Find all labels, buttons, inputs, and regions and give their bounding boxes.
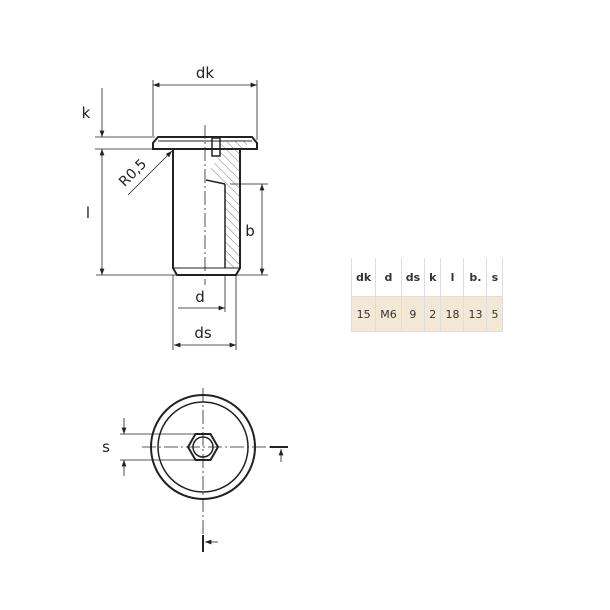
label-l: l bbox=[86, 204, 90, 222]
cell-k: 2 bbox=[424, 296, 442, 332]
cell-dk: 15 bbox=[350, 296, 377, 332]
cell-b: 13 bbox=[463, 296, 488, 332]
header-k: k bbox=[424, 258, 442, 297]
header-d: d bbox=[375, 258, 402, 297]
label-b: b bbox=[245, 222, 255, 240]
top-view bbox=[120, 388, 288, 552]
header-ds: ds bbox=[400, 258, 426, 297]
header-l: l bbox=[440, 258, 465, 297]
header-b: b. bbox=[463, 258, 488, 297]
table-row: 15 M6 9 2 18 13 5 bbox=[350, 296, 504, 332]
label-r: R0,5 bbox=[116, 156, 150, 190]
label-d: d bbox=[195, 288, 205, 306]
cell-l: 18 bbox=[440, 296, 465, 332]
table-header-row: dk d ds k l b. s bbox=[350, 258, 504, 297]
header-dk: dk bbox=[350, 258, 377, 297]
label-ds: ds bbox=[194, 324, 212, 342]
side-view bbox=[95, 80, 268, 350]
dimensions-table: dk d ds k l b. s 15 M6 9 2 18 13 5 bbox=[350, 258, 504, 332]
label-k: k bbox=[82, 104, 91, 122]
label-s: s bbox=[102, 438, 110, 456]
header-s: s bbox=[486, 258, 504, 297]
cell-ds: 9 bbox=[400, 296, 426, 332]
cell-s: 5 bbox=[486, 296, 504, 332]
cell-d: M6 bbox=[375, 296, 402, 332]
label-dk: dk bbox=[196, 64, 215, 82]
